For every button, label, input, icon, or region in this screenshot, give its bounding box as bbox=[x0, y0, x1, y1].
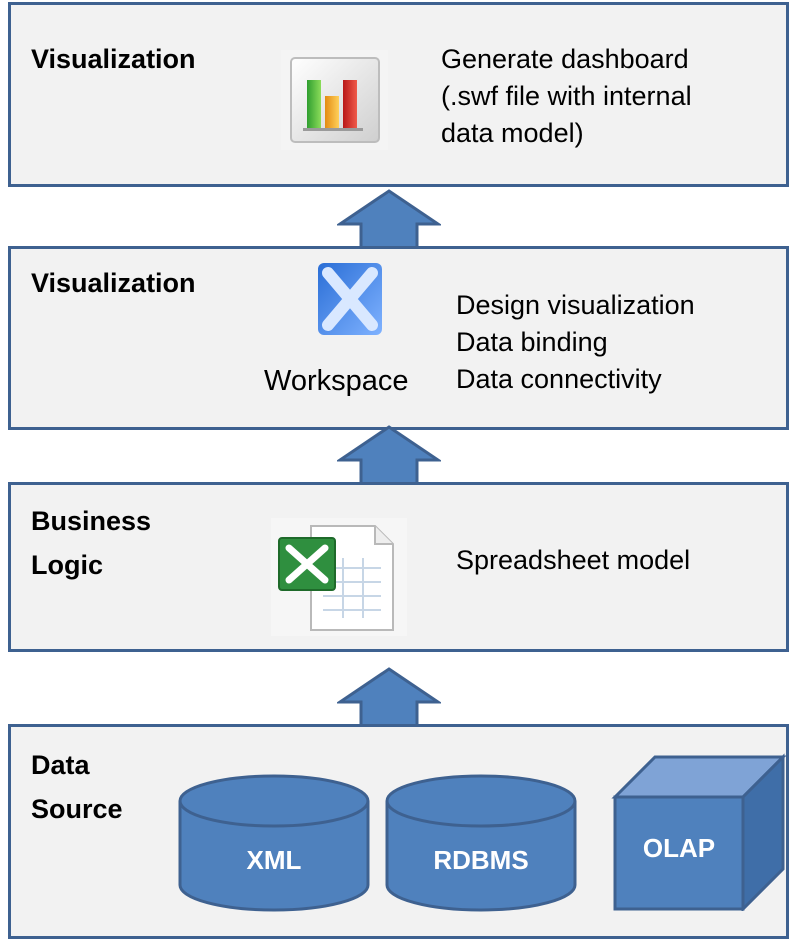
up-arrow-icon bbox=[335, 188, 443, 253]
source-label: RDBMS bbox=[433, 845, 529, 875]
icon-caption: Workspace bbox=[264, 365, 409, 397]
olap-cube: OLAP bbox=[611, 753, 787, 913]
description-line: Spreadsheet model bbox=[456, 545, 691, 575]
up-arrow-icon bbox=[335, 666, 443, 731]
xcelsius-x-icon bbox=[314, 259, 386, 344]
excel-spreadsheet-icon bbox=[271, 518, 407, 641]
layer-title-line: Logic bbox=[31, 550, 103, 580]
layer-visualization-dashboard: Visualization bbox=[8, 2, 789, 187]
description-line: data model) bbox=[441, 118, 584, 148]
description-line: Generate dashboard bbox=[441, 44, 689, 74]
layer-title-line: Business bbox=[31, 506, 152, 536]
description-line: (.swf file with internal bbox=[441, 81, 692, 111]
rdbms-database-cylinder: RDBMS bbox=[384, 773, 578, 913]
bar-chart-icon bbox=[281, 50, 388, 155]
layer-visualization-workspace: Visualization Workspace Design visualiza… bbox=[8, 246, 789, 430]
layer-title-line: Data bbox=[31, 750, 90, 780]
source-label: OLAP bbox=[642, 833, 716, 863]
layer-title-line: Source bbox=[31, 794, 123, 824]
up-arrow-icon bbox=[335, 424, 443, 489]
layer-description: Generate dashboard (.swf file with inter… bbox=[441, 41, 692, 152]
source-label: XML bbox=[246, 845, 302, 875]
layer-description: Design visualization Data binding Data c… bbox=[456, 287, 695, 398]
layer-title: Visualization bbox=[31, 268, 196, 298]
layer-business-logic: Business Logic Spreadsheet model bbox=[8, 482, 789, 652]
layer-title: Visualization bbox=[31, 44, 196, 74]
description-line: Design visualization bbox=[456, 290, 695, 320]
xml-database-cylinder: XML bbox=[177, 773, 371, 913]
layer-data-source: Data Source XML RDBMS OLAP bbox=[8, 724, 789, 939]
layer-description: Spreadsheet model bbox=[456, 542, 690, 579]
description-line: Data connectivity bbox=[456, 364, 662, 394]
description-line: Data binding bbox=[456, 327, 608, 357]
